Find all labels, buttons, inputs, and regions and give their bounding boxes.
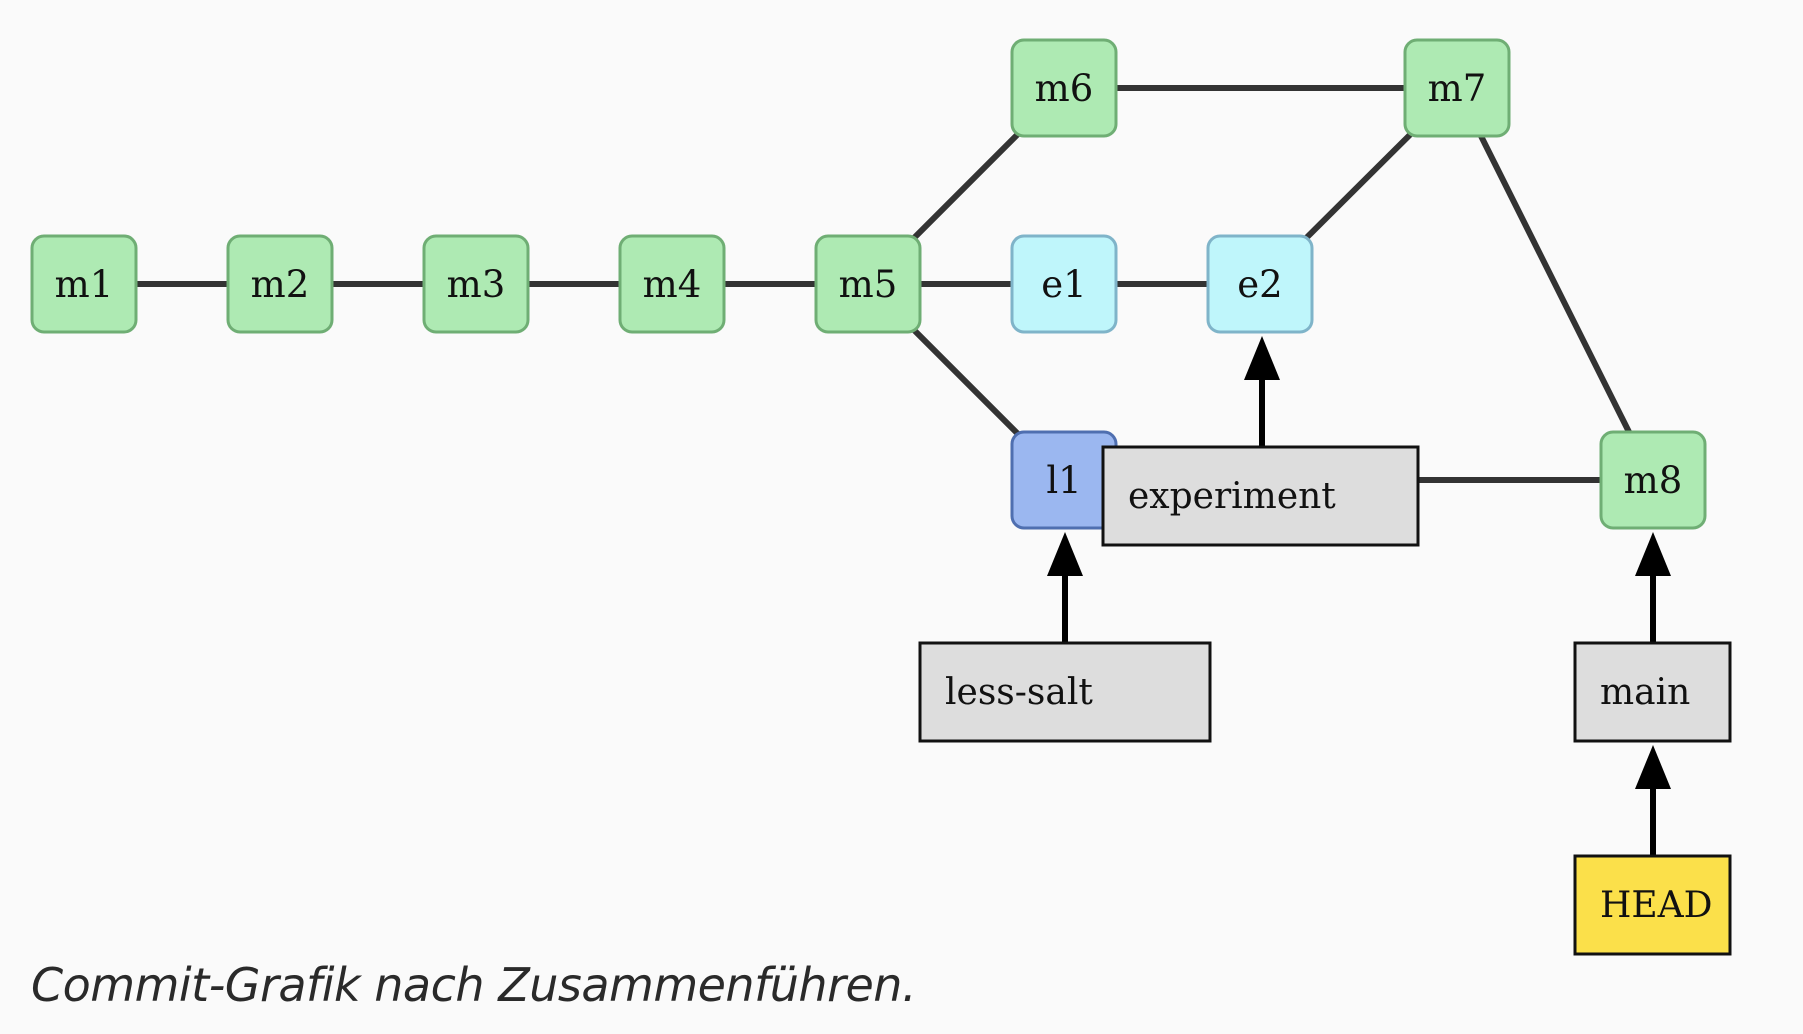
ref-arrow-head-head — [1635, 745, 1671, 789]
ref-box-main — [1573, 641, 1732, 743]
commit-box-m8 — [1599, 430, 1707, 530]
edge-m7-m8 — [1454, 86, 1656, 482]
commit-node-m4: m4 — [618, 234, 726, 334]
commit-node-m6: m6 — [1010, 38, 1118, 138]
ref-experiment: experiment — [1101, 445, 1420, 547]
commit-box-m7 — [1403, 38, 1511, 138]
commit-node-e1: e1 — [1010, 234, 1118, 334]
ref-label-head: HEAD — [1600, 885, 1713, 926]
commit-box-e2 — [1206, 234, 1314, 334]
commit-node-m1: m1 — [30, 234, 138, 334]
ref-less-salt: less-salt — [918, 641, 1212, 743]
commit-node-e2: e2 — [1206, 234, 1314, 334]
commit-label-m4: m4 — [643, 263, 702, 306]
commit-node-m7: m7 — [1403, 38, 1511, 138]
commit-label-m1: m1 — [55, 263, 114, 306]
commit-label-m3: m3 — [447, 263, 506, 306]
commit-node-m5: m5 — [814, 234, 922, 334]
ref-arrows — [1047, 336, 1671, 856]
ref-box-head — [1573, 854, 1732, 956]
ref-label-experiment: experiment — [1128, 476, 1336, 517]
ref-arrow-head-main — [1635, 532, 1671, 576]
commit-box-m6 — [1010, 38, 1118, 138]
ref-head: HEAD — [1573, 854, 1732, 956]
ref-label-main: main — [1600, 672, 1690, 713]
commit-node-l1: l1 — [1010, 430, 1118, 530]
commit-label-m5: m5 — [839, 263, 898, 306]
commit-box-m4 — [618, 234, 726, 334]
commit-box-m3 — [422, 234, 530, 334]
commit-label-m6: m6 — [1035, 67, 1094, 110]
commit-node-m3: m3 — [422, 234, 530, 334]
ref-arrow-head-experiment — [1244, 336, 1280, 380]
commit-nodes: m1 m2 m3 m4 m5 m6 m7 m8 e1 e2 l1 — [30, 38, 1707, 530]
commit-label-e2: e2 — [1237, 263, 1282, 306]
ref-box-less-salt — [918, 641, 1212, 743]
ref-box-experiment — [1101, 445, 1420, 547]
commit-node-m2: m2 — [226, 234, 334, 334]
commit-box-m1 — [30, 234, 138, 334]
ref-label-less-salt: less-salt — [945, 672, 1093, 713]
commit-box-m5 — [814, 234, 922, 334]
commit-label-m8: m8 — [1624, 459, 1683, 502]
commit-label-e1: e1 — [1041, 263, 1086, 306]
commit-node-m8: m8 — [1599, 430, 1707, 530]
figure-caption: Commit-Grafik nach Zusammenführen. — [31, 958, 917, 1012]
commit-label-m2: m2 — [251, 263, 310, 306]
commit-box-m2 — [226, 234, 334, 334]
commit-label-l1: l1 — [1046, 459, 1081, 502]
commit-label-m7: m7 — [1428, 67, 1487, 110]
ref-main: main — [1573, 641, 1732, 743]
commit-box-e1 — [1010, 234, 1118, 334]
ref-arrow-head-less-salt — [1047, 532, 1083, 576]
